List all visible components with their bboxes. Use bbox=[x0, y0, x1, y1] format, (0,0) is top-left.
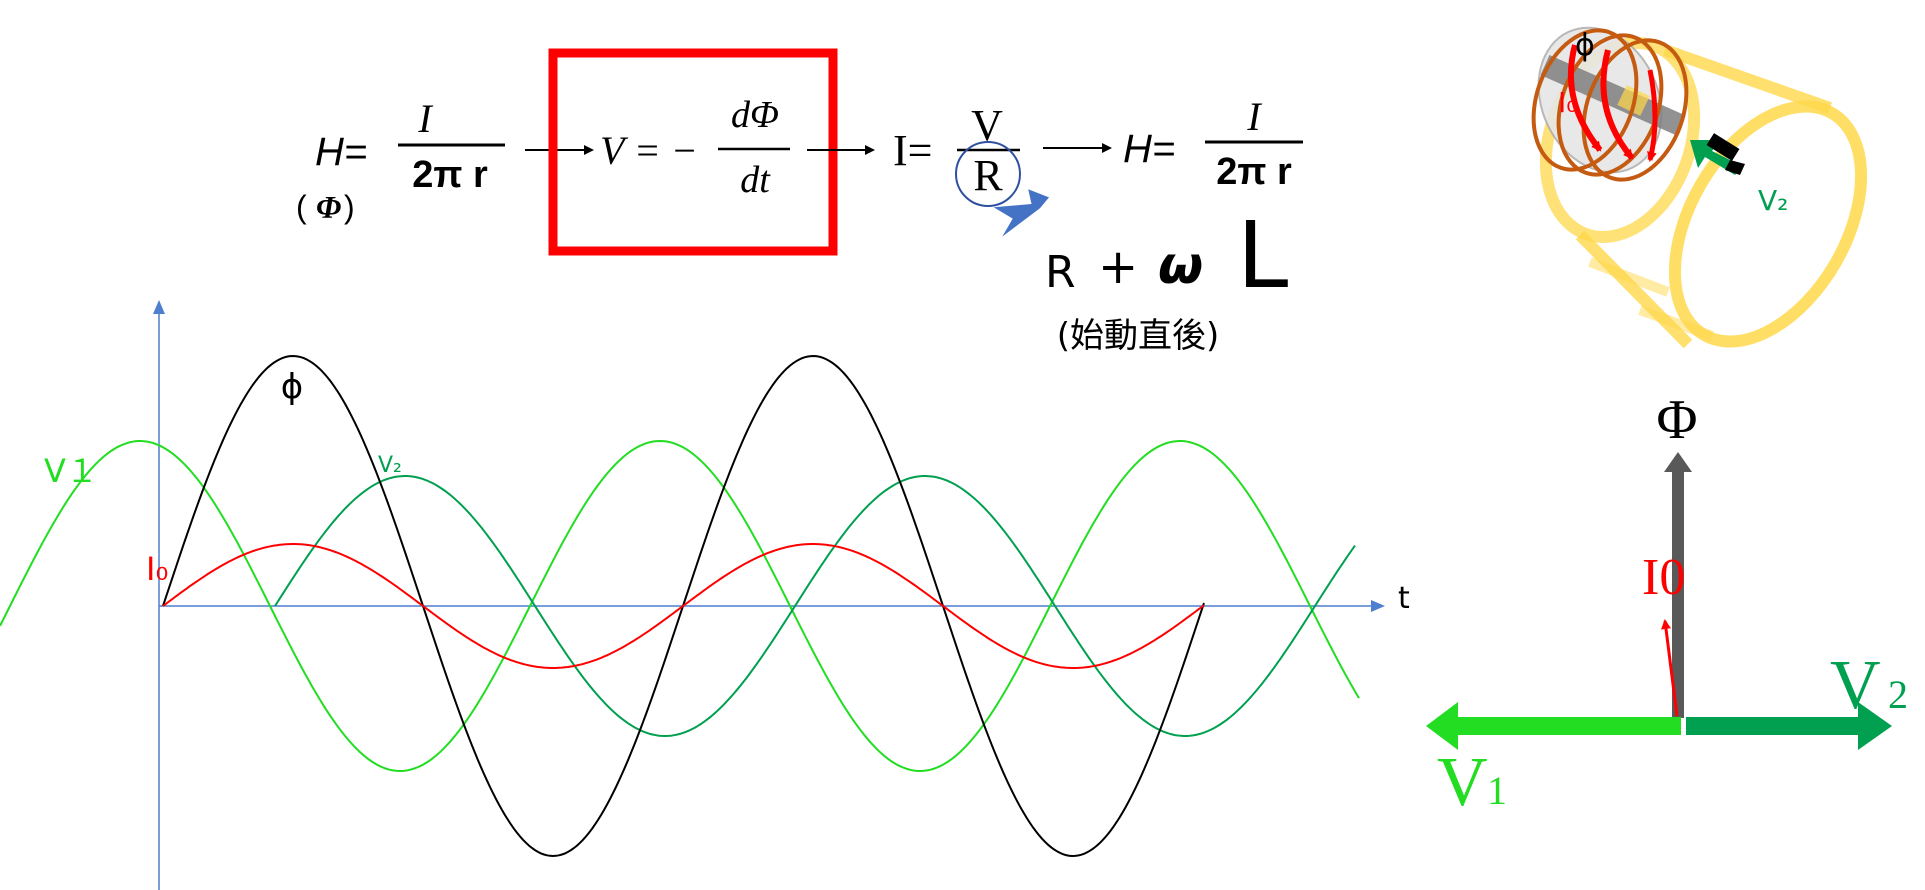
v-equation-highlight-box bbox=[548, 48, 838, 256]
coil-v2-label: V₂ bbox=[1758, 184, 1788, 217]
impedance-expression: R + ω L bbox=[1045, 202, 1288, 309]
v1-phasor-label: V 1 bbox=[1437, 744, 1507, 821]
i0-wave bbox=[162, 543, 1205, 669]
v2-induced-arrow-dark bbox=[1725, 160, 1745, 175]
v2-phasor-head bbox=[1858, 702, 1892, 750]
impedance-r: R bbox=[1045, 247, 1076, 298]
h-right-lhs: H= bbox=[1123, 127, 1175, 171]
phi-wave-label: ϕ bbox=[281, 367, 303, 407]
phi-phasor-head bbox=[1664, 452, 1692, 472]
v-eq-lhs: V = − bbox=[600, 128, 698, 173]
r-highlight-circle bbox=[955, 141, 1021, 207]
startup-note: (始動直後) bbox=[1057, 316, 1220, 356]
equation-h-right: H= I 2π r bbox=[1123, 94, 1303, 193]
h-left-lhs: H= bbox=[315, 130, 367, 174]
phi-note: ( Φ ) bbox=[296, 189, 355, 225]
coil-phi-label: ϕ bbox=[1575, 28, 1595, 63]
v2-phasor-label-sub: 2 bbox=[1888, 672, 1908, 717]
coil-winding-3 bbox=[1581, 38, 1689, 182]
coil-current-arrow-3 bbox=[1647, 69, 1658, 162]
coil-winding-1 bbox=[1531, 28, 1639, 172]
v1-wave-label: V１ bbox=[44, 452, 98, 490]
waveform-graph: t ϕ V１ V₂ I₀ bbox=[0, 300, 1410, 890]
equation-h-left: H= I 2π r bbox=[315, 96, 505, 196]
phi-phasor-shaft bbox=[1672, 470, 1684, 718]
impedance-l: L bbox=[1237, 202, 1288, 309]
v-eq-denominator: dt bbox=[740, 159, 771, 201]
equation-v: V = − dΦ dt bbox=[600, 94, 790, 201]
v2-phasor-label-main: V bbox=[1830, 647, 1881, 724]
phi-note-symbol: Φ bbox=[316, 189, 341, 225]
coil-i0-label: I₀ bbox=[1558, 86, 1577, 119]
v1-wave bbox=[0, 439, 1360, 772]
coil-current-arrow-1 bbox=[1567, 44, 1603, 152]
v1-phasor-shaft bbox=[1455, 717, 1681, 735]
cylinder-edge-top bbox=[1663, 44, 1832, 114]
i-eq-denominator: R bbox=[973, 151, 1003, 200]
phi-note-close: ) bbox=[344, 189, 355, 225]
phi-note-open: ( bbox=[296, 189, 307, 225]
v2-arrow-shaft bbox=[1706, 133, 1740, 161]
h-left-denominator: 2π r bbox=[412, 154, 488, 196]
v1-phasor-label-sub: 1 bbox=[1487, 768, 1507, 813]
time-axis-label: t bbox=[1398, 581, 1410, 616]
v2-wave bbox=[274, 475, 1356, 738]
i-eq-lhs: I= bbox=[893, 126, 932, 175]
phasor-diagram: Φ I0 V 1 V 2 bbox=[1426, 389, 1908, 821]
h-right-denominator: 2π r bbox=[1216, 151, 1292, 193]
coil-diagram: ϕ I₀ V₂ bbox=[1531, 26, 1868, 349]
impedance-plus: + bbox=[1098, 239, 1138, 295]
i0-phasor bbox=[1661, 619, 1679, 717]
cylinder-edge-mid2 bbox=[1638, 305, 1714, 341]
v2-wave-label: V₂ bbox=[378, 453, 402, 478]
v1-phasor-head bbox=[1426, 702, 1458, 750]
cylinder-edge-mid1 bbox=[1588, 257, 1670, 297]
i0-phasor-label: I0 bbox=[1642, 549, 1685, 606]
v1-phasor-label-main: V bbox=[1437, 744, 1488, 821]
v2-phasor-shaft bbox=[1686, 717, 1864, 735]
equation-i: I= V R bbox=[893, 101, 1021, 207]
i0-wave-label: I₀ bbox=[146, 550, 168, 588]
pointer-arrow bbox=[993, 189, 1050, 237]
h-right-numerator: I bbox=[1246, 94, 1262, 139]
coil-current-arrow-2 bbox=[1600, 49, 1635, 160]
impedance-omega: ω bbox=[1158, 236, 1203, 296]
v-eq-numerator: dΦ bbox=[731, 94, 779, 136]
phi-phasor-label: Φ bbox=[1657, 389, 1698, 451]
v2-phasor-label: V 2 bbox=[1830, 647, 1908, 724]
h-left-numerator: I bbox=[417, 96, 433, 141]
